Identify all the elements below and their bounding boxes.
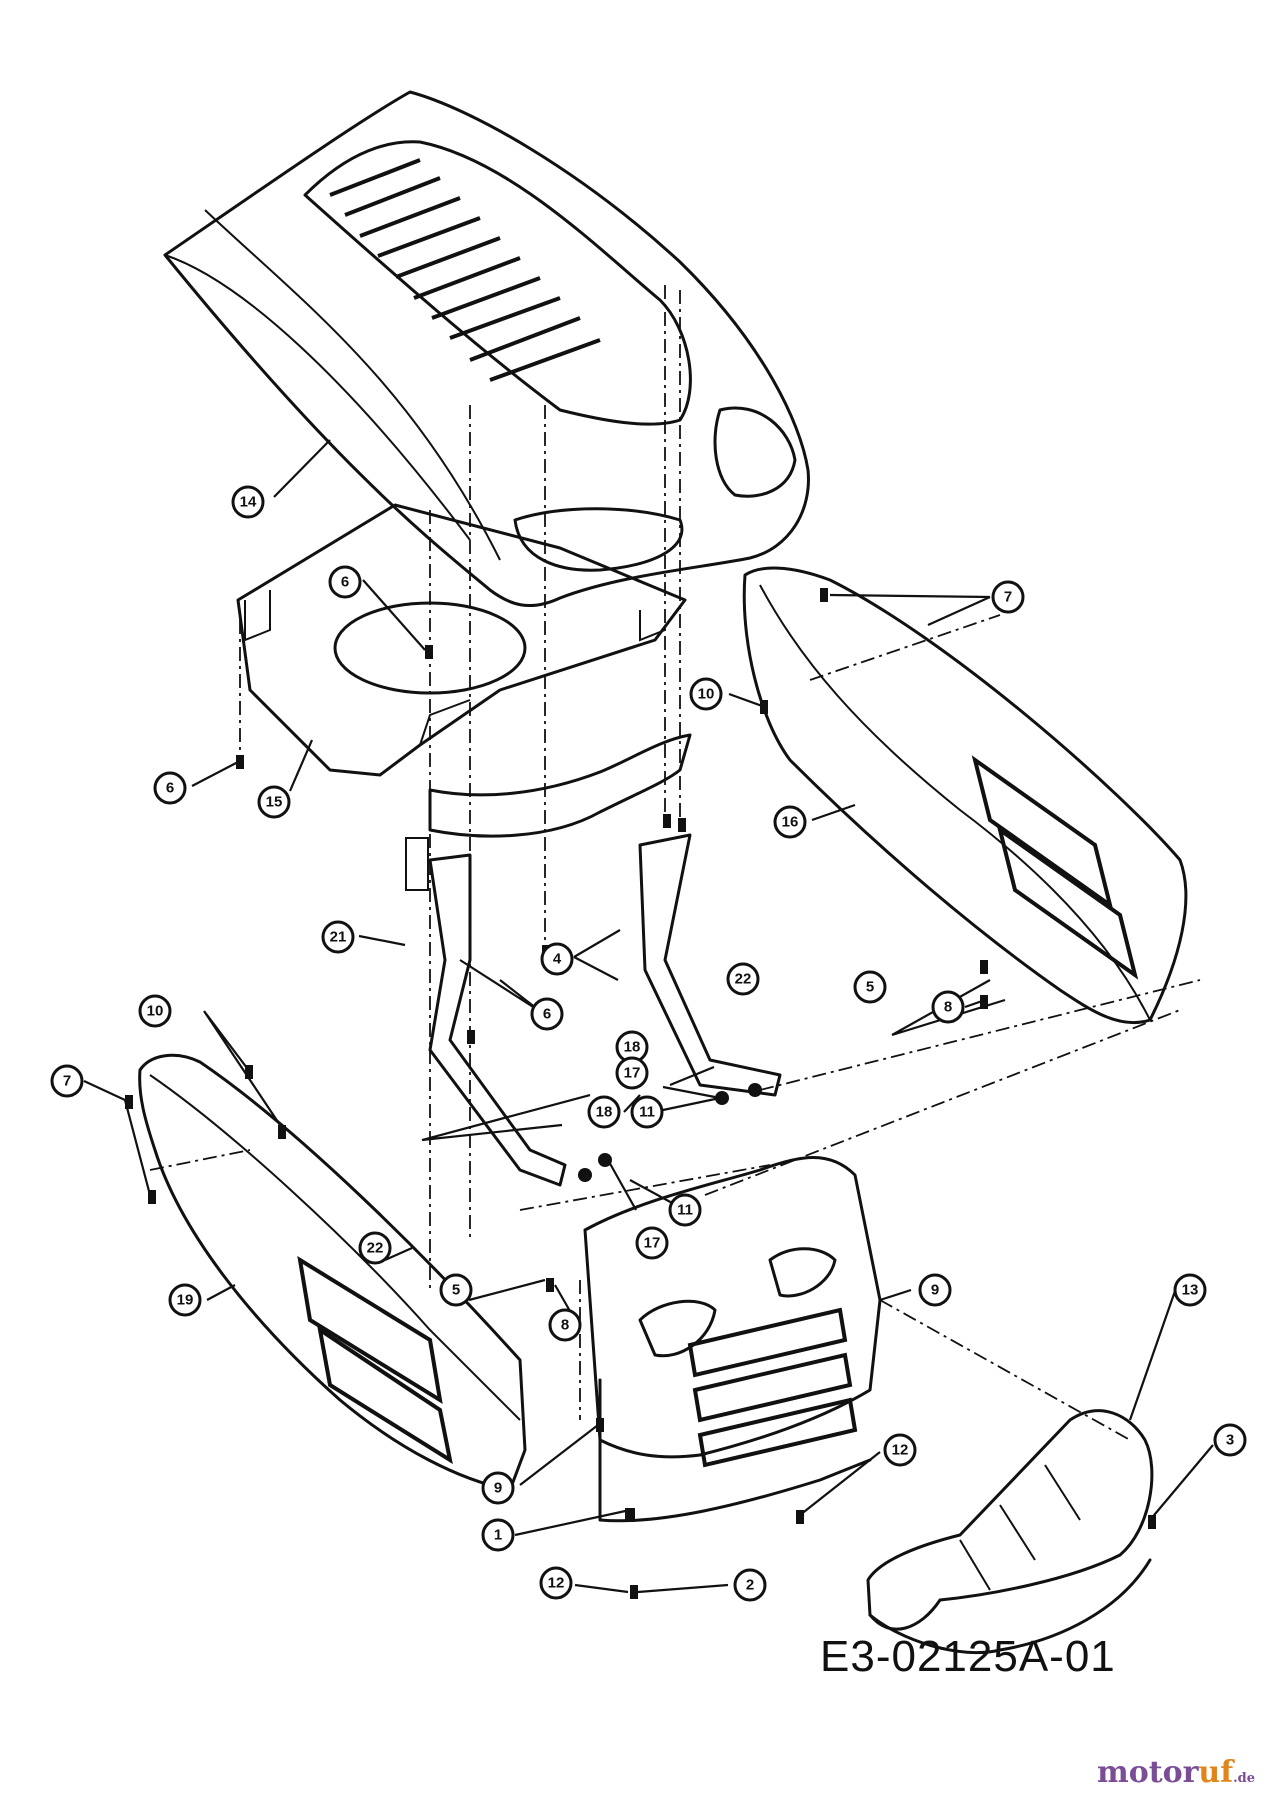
watermark-logo: motoruf.de bbox=[1097, 1755, 1255, 1790]
hood-support-tray-part bbox=[236, 503, 687, 777]
callout-9-left: 9 bbox=[481, 1471, 515, 1505]
leader-lines bbox=[83, 439, 1214, 1594]
svg-text:19: 19 bbox=[177, 1292, 194, 1309]
callout-10-right: 10 bbox=[689, 677, 723, 711]
svg-text:1: 1 bbox=[494, 1527, 502, 1544]
callout-22-right: 22 bbox=[726, 962, 760, 996]
svg-text:3: 3 bbox=[1226, 1432, 1234, 1449]
svg-text:11: 11 bbox=[677, 1202, 693, 1219]
callout-7-left: 7 bbox=[50, 1064, 84, 1098]
svg-text:8: 8 bbox=[944, 999, 952, 1016]
callout-15: 15 bbox=[257, 785, 291, 819]
svg-text:11: 11 bbox=[639, 1104, 655, 1121]
callout-11-upper: 11 bbox=[630, 1095, 664, 1129]
callout-5-right: 5 bbox=[853, 970, 887, 1004]
drawing-number: E3-02125A-01 bbox=[820, 1632, 1116, 1681]
callout-8-right: 8 bbox=[931, 990, 965, 1024]
svg-text:8: 8 bbox=[561, 1317, 569, 1334]
callout-8-left: 8 bbox=[548, 1308, 582, 1342]
svg-text:18: 18 bbox=[596, 1104, 613, 1121]
svg-text:18: 18 bbox=[624, 1039, 641, 1056]
svg-text:6: 6 bbox=[543, 1006, 551, 1023]
callout-5-left: 5 bbox=[439, 1273, 473, 1307]
svg-text:10: 10 bbox=[147, 1003, 164, 1020]
callout-1: 1 bbox=[481, 1518, 515, 1552]
svg-text:22: 22 bbox=[367, 1240, 384, 1257]
svg-text:21: 21 bbox=[330, 929, 347, 946]
svg-text:13: 13 bbox=[1182, 1282, 1199, 1299]
callout-18-lower: 18 bbox=[587, 1095, 621, 1129]
callout-9-right: 9 bbox=[918, 1273, 952, 1307]
svg-text:14: 14 bbox=[240, 494, 257, 511]
callout-21: 21 bbox=[321, 920, 355, 954]
assembly-guide-lines bbox=[149, 285, 1201, 1441]
callout-2: 2 bbox=[733, 1568, 767, 1602]
right-side-panel-part bbox=[742, 566, 1188, 1025]
svg-text:6: 6 bbox=[341, 574, 349, 591]
watermark-tld: .de bbox=[1233, 1771, 1255, 1786]
svg-text:10: 10 bbox=[698, 686, 715, 703]
svg-text:6: 6 bbox=[166, 780, 174, 797]
callout-3: 3 bbox=[1213, 1423, 1247, 1457]
svg-text:9: 9 bbox=[494, 1480, 502, 1497]
svg-text:2: 2 bbox=[746, 1577, 754, 1594]
callout-7-right: 7 bbox=[991, 580, 1025, 614]
callout-18-upper: 18 bbox=[615, 1030, 649, 1064]
svg-text:9: 9 bbox=[931, 1282, 939, 1299]
callout-11-lower: 11 bbox=[668, 1193, 702, 1227]
svg-text:7: 7 bbox=[1004, 589, 1012, 606]
front-bumper-cover-part bbox=[866, 1409, 1154, 1655]
callout-12-left: 12 bbox=[539, 1566, 573, 1600]
svg-text:4: 4 bbox=[553, 951, 562, 968]
callout-6-center: 6 bbox=[530, 997, 564, 1031]
left-side-panel-part bbox=[138, 1053, 527, 1492]
callout-22-left: 22 bbox=[358, 1231, 392, 1265]
callout-14: 14 bbox=[231, 485, 265, 519]
callout-6-left: 6 bbox=[153, 771, 187, 805]
callout-19: 19 bbox=[168, 1283, 202, 1317]
callout-13: 13 bbox=[1173, 1273, 1207, 1307]
svg-text:15: 15 bbox=[266, 794, 283, 811]
svg-text:5: 5 bbox=[452, 1282, 460, 1299]
callout-16: 16 bbox=[773, 805, 807, 839]
callout-10-left: 10 bbox=[138, 994, 172, 1028]
front-grille-part bbox=[583, 1156, 882, 1523]
callout-4: 4 bbox=[540, 942, 574, 976]
svg-text:22: 22 bbox=[735, 971, 752, 988]
svg-text:12: 12 bbox=[548, 1575, 565, 1592]
svg-text:16: 16 bbox=[782, 814, 799, 831]
fasteners bbox=[125, 588, 1156, 1599]
callout-12-right: 12 bbox=[883, 1433, 917, 1467]
svg-text:5: 5 bbox=[866, 979, 874, 996]
callouts: 14 6 6 15 7 10 16 21 4 6 22 5 8 10 7 18 … bbox=[50, 485, 1247, 1602]
callout-17-upper: 17 bbox=[615, 1056, 649, 1090]
watermark-accent: uf bbox=[1198, 1755, 1234, 1790]
svg-text:17: 17 bbox=[644, 1235, 661, 1252]
callout-6-top: 6 bbox=[328, 565, 362, 599]
svg-text:17: 17 bbox=[624, 1065, 641, 1082]
svg-text:7: 7 bbox=[63, 1073, 71, 1090]
svg-text:12: 12 bbox=[892, 1442, 909, 1459]
callout-17-lower: 17 bbox=[635, 1226, 669, 1260]
watermark-main: motor bbox=[1096, 1755, 1199, 1790]
